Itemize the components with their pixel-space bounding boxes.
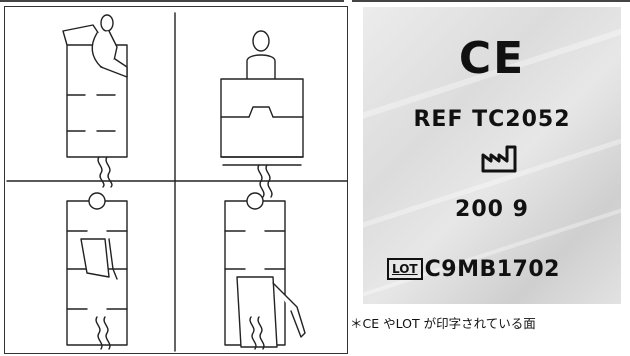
- panel-3-figure: [67, 193, 127, 349]
- instruction-diagram-svg: [5, 7, 349, 355]
- manufacture-date: 200 9: [363, 197, 621, 222]
- label-photo: CE REF TC2052 200 9 LOT C9MB1702: [363, 7, 621, 304]
- instruction-diagram: [4, 6, 348, 354]
- panel-4-figure: [225, 193, 305, 349]
- lot-symbol: LOT: [387, 258, 423, 280]
- ref-code: REF TC2052: [363, 107, 621, 132]
- panel-2-figure: [221, 31, 303, 197]
- panel-1-figure: [63, 15, 127, 187]
- lot-row: LOT C9MB1702: [387, 254, 607, 284]
- factory-icon: [481, 143, 519, 173]
- lot-value: C9MB1702: [425, 257, 560, 282]
- caption: ＊CE やLOT が印字されている面: [350, 313, 630, 332]
- ce-mark: CE: [363, 33, 621, 84]
